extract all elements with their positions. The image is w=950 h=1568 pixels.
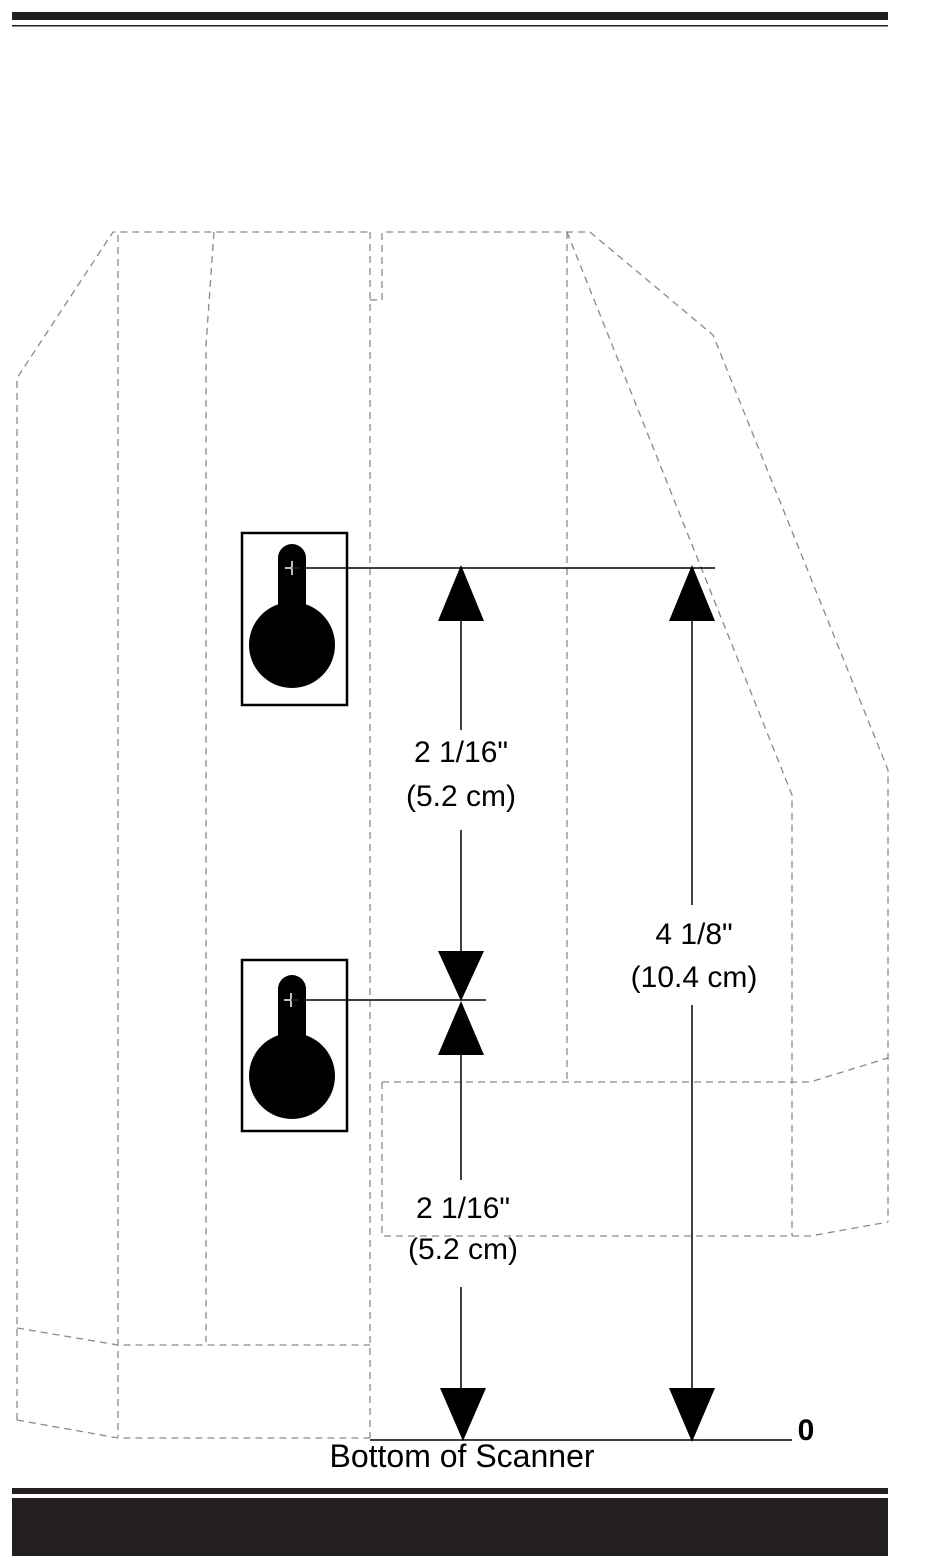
- total-height-metric: (10.4 cm): [631, 961, 758, 994]
- lower-spacing-arrow-bottom: [440, 1388, 486, 1441]
- upper-spacing-metric: (5.2 cm): [406, 780, 516, 813]
- total-height-dimension: 4 1/8" (10.4 cm): [631, 565, 758, 1442]
- upper-keyhole: [242, 533, 347, 705]
- header-rule-thin: [12, 25, 888, 27]
- lower-keyhole-slot: [278, 975, 306, 1085]
- upper-spacing-arrow-bottom: [438, 951, 484, 1001]
- footer-rule-thin: [12, 1488, 888, 1494]
- zero-label: 0: [798, 1414, 815, 1447]
- upper-spacing-dimension: 2 1/16" (5.2 cm): [406, 565, 516, 1001]
- total-height-arrow-top: [669, 565, 715, 621]
- lower-spacing-metric: (5.2 cm): [408, 1233, 518, 1266]
- total-height-arrow-bottom: [669, 1388, 715, 1442]
- upper-spacing-imperial: 2 1/16": [414, 736, 508, 769]
- footer-bar: [12, 1498, 888, 1556]
- bottom-caption: Bottom of Scanner: [329, 1438, 594, 1474]
- total-height-imperial: 4 1/8": [655, 918, 732, 951]
- upper-spacing-arrow-top: [438, 565, 484, 621]
- lower-spacing-imperial: 2 1/16": [416, 1192, 510, 1225]
- lower-keyhole: [242, 960, 347, 1131]
- upper-keyhole-slot: [278, 544, 306, 654]
- lower-spacing-dimension: 2 1/16" (5.2 cm): [408, 1001, 518, 1441]
- header-rule-thick: [12, 12, 888, 20]
- lower-spacing-arrow-top: [438, 1001, 484, 1055]
